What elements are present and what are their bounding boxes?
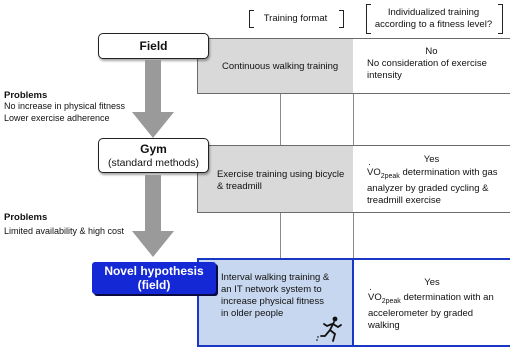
row-field-format-text: Continuous walking training	[222, 61, 339, 72]
column-header-individualized-line1: Individualized training	[387, 7, 480, 18]
problems-title: Problems	[4, 90, 48, 101]
row-novel-individualized-cell: Yes ·VO2peak determination with an accel…	[354, 258, 510, 347]
row-gym-detail: ·VO2peak determination with gas analyzer…	[367, 159, 498, 206]
column-header-format-bracket	[249, 10, 344, 28]
row-field-format-cell: Continuous walking training	[197, 38, 354, 94]
row-gym-format-cell: Exercise training using bicycle & treadm…	[197, 145, 354, 213]
setting-novel-label-line2: (field)	[137, 278, 171, 292]
problems-block-1: Problems No increase in physical fitness…	[4, 90, 125, 124]
row-novel-format-cell: Interval walking training & an IT networ…	[197, 258, 354, 347]
problems-title: Problems	[4, 212, 48, 223]
row-gym-format-text: Exercise training using bicycle & treadm…	[217, 169, 345, 192]
setting-field-label: Field	[139, 39, 168, 53]
setting-novel-box: Novel hypothesis (field)	[92, 262, 216, 294]
row-gym-individualized-cell: Yes ·VO2peak determination with gas anal…	[353, 145, 510, 213]
row-field-answer: No	[425, 46, 438, 57]
arrow-down-icon	[132, 175, 174, 257]
row-novel-detail: ·VO2peak determination with an accelerom…	[368, 284, 494, 331]
arrow-down-icon	[132, 60, 174, 138]
setting-field-box: Field	[98, 33, 209, 59]
column-header-individualized-bracket	[366, 4, 503, 34]
problems-block-2: Problems Limited availability & high cos…	[4, 212, 124, 238]
problems-line: Lower exercise adherence	[4, 112, 110, 123]
problems-line: No increase in physical fitness	[4, 101, 126, 111]
column-header-individualized-line2: according to a fitness level?	[374, 19, 493, 30]
row-field-detail: No consideration of exercise intensity	[367, 58, 487, 81]
column-header-format: Training format	[263, 13, 328, 24]
row-novel-format-text: Interval walking training & an IT networ…	[221, 272, 330, 319]
row-field-individualized-cell: No No consideration of exercise intensit…	[353, 38, 510, 94]
column-header-individualized: Individualized training according to a f…	[366, 7, 501, 31]
setting-gym-sublabel: (standard methods)	[107, 157, 200, 169]
problems-line: Limited availability & high cost	[4, 226, 125, 236]
runner-icon	[316, 316, 342, 342]
setting-gym-box: Gym (standard methods)	[98, 138, 209, 173]
setting-gym-label: Gym	[140, 142, 167, 156]
row-gym-answer: Yes	[423, 154, 440, 165]
vo2-symbol: ·VO2peak	[368, 284, 401, 305]
row-novel-answer: Yes	[424, 277, 440, 288]
setting-novel-label-line1: Novel hypothesis	[104, 264, 204, 278]
vo2-symbol: ·VO2peak	[367, 159, 400, 180]
